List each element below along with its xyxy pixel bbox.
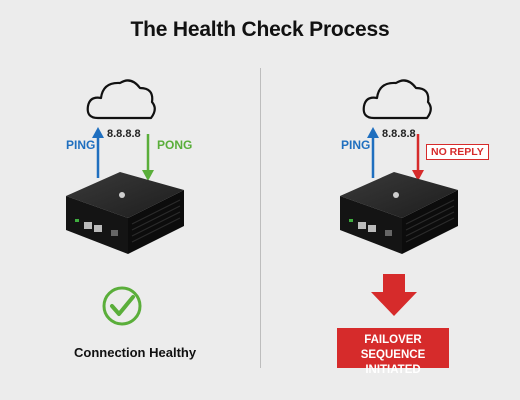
no-reply-label: NO REPLY (426, 144, 489, 160)
diagram-title: The Health Check Process (130, 18, 390, 41)
pong-arrow-icon (142, 134, 154, 181)
ping-label: PING (66, 138, 96, 152)
failover-line-1: FAILOVER (364, 334, 422, 346)
ping-arrow-icon (367, 127, 379, 178)
failover-banner: FAILOVER SEQUENCE INITIATED (337, 328, 449, 376)
target-ip-label: 8.8.8.8 (382, 128, 416, 140)
down-arrow-icon (371, 274, 417, 316)
pong-label: PONG (157, 138, 193, 152)
no-reply-arrow-icon (412, 134, 424, 181)
ping-arrow-icon (92, 127, 104, 178)
router-device (66, 172, 184, 254)
failover-line-2: SEQUENCE INITIATED (360, 349, 426, 376)
connection-status-label: Connection Healthy (74, 345, 197, 360)
target-ip-label: 8.8.8.8 (107, 128, 141, 140)
cloud-icon (362, 79, 432, 120)
cloud-icon (86, 79, 156, 120)
router-device (340, 172, 458, 254)
ping-label: PING (341, 138, 371, 152)
panel-divider (260, 68, 261, 368)
checkmark-icon (102, 286, 142, 326)
